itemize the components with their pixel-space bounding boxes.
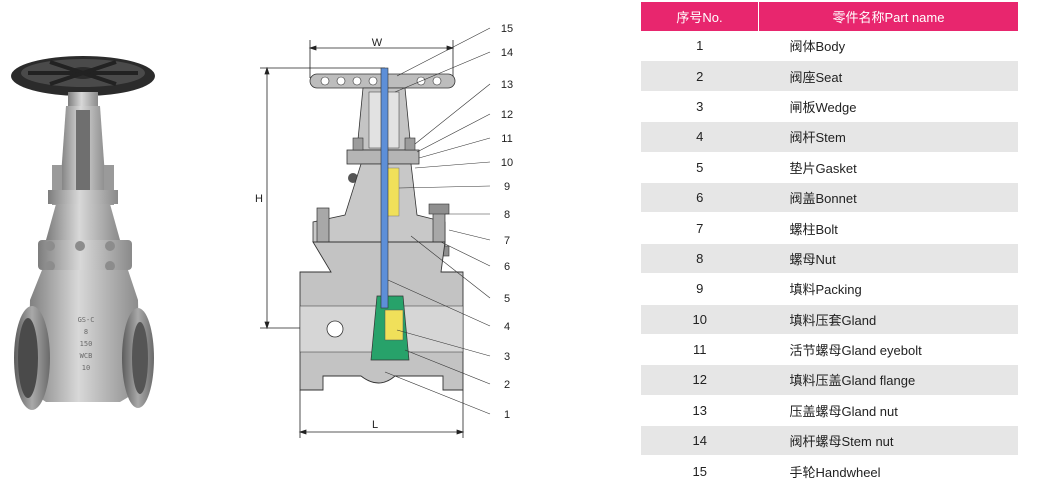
part-name: 闸板Wedge — [758, 91, 1018, 123]
callout-label: 14 — [501, 47, 513, 59]
dimension-h-label: H — [255, 193, 263, 205]
part-number: 2 — [641, 60, 759, 92]
part-name: 螺柱Bolt — [758, 212, 1018, 244]
part-number: 13 — [641, 395, 759, 427]
callout-label: 13 — [501, 79, 513, 91]
part-name: 螺母Nut — [758, 243, 1018, 275]
callout-label: 2 — [504, 379, 510, 391]
part-name: 压盖螺母Gland nut — [758, 395, 1018, 427]
part-name: 阀座Seat — [758, 60, 1018, 92]
callout-label: 1 — [504, 409, 510, 421]
part-number: 4 — [641, 121, 759, 153]
header-part-name: 零件名称Part name — [758, 2, 1018, 31]
part-name: 填料压盖Gland flange — [758, 364, 1018, 396]
header-no: 序号No. — [641, 2, 759, 31]
part-name: 阀杆螺母Stem nut — [758, 425, 1018, 457]
part-number: 3 — [641, 91, 759, 123]
callout-label: 3 — [504, 351, 510, 363]
photo-marking: 150 — [80, 340, 93, 348]
part-number: 8 — [641, 243, 759, 275]
callout-label: 11 — [501, 133, 512, 145]
part-name: 阀杆Stem — [758, 121, 1018, 153]
part-name: 阀盖Bonnet — [758, 182, 1018, 214]
part-number: 7 — [641, 212, 759, 244]
photo-marking: 10 — [82, 364, 90, 372]
valve-cross-section-drawing: W H L — [255, 23, 513, 438]
callout-label: 7 — [504, 235, 510, 247]
table-header-row: 序号No. 零件名称Part name — [641, 2, 1018, 31]
part-name: 垫片Gasket — [758, 152, 1018, 183]
photo-valve-body — [28, 270, 140, 402]
part-number: 14 — [641, 425, 759, 457]
part-number: 6 — [641, 182, 759, 214]
part-number: 1 — [641, 31, 759, 62]
part-number: 12 — [641, 364, 759, 396]
dimension-l-label: L — [372, 419, 378, 431]
valve-photo: GS-C 8 150 WCB 10 — [11, 56, 155, 410]
photo-marking: 8 — [84, 328, 88, 336]
part-number: 10 — [641, 304, 759, 335]
drawing-stem — [380, 67, 389, 309]
part-number: 15 — [641, 455, 759, 487]
callout-label: 12 — [501, 109, 513, 121]
photo-marking: WCB — [80, 352, 93, 360]
part-name: 手轮Handwheel — [758, 455, 1018, 487]
callout-label: 9 — [504, 181, 510, 193]
part-name: 填料压套Gland — [758, 304, 1018, 335]
dimension-w-label: W — [372, 37, 383, 49]
callout-label: 6 — [504, 261, 510, 273]
part-number: 9 — [641, 273, 759, 305]
callout-label: 10 — [501, 157, 513, 169]
part-number: 5 — [641, 152, 759, 183]
part-number: 11 — [641, 334, 759, 366]
callout-label: 5 — [504, 293, 510, 305]
photo-marking: GS-C — [78, 316, 95, 324]
packing-section — [386, 167, 400, 217]
callout-label: 4 — [504, 321, 510, 333]
callout-label: 15 — [501, 23, 513, 35]
part-name: 活节螺母Gland eyebolt — [758, 334, 1018, 366]
callout-label: 8 — [504, 209, 510, 221]
part-name: 阀体Body — [758, 31, 1018, 62]
part-name: 填料Packing — [758, 273, 1018, 305]
